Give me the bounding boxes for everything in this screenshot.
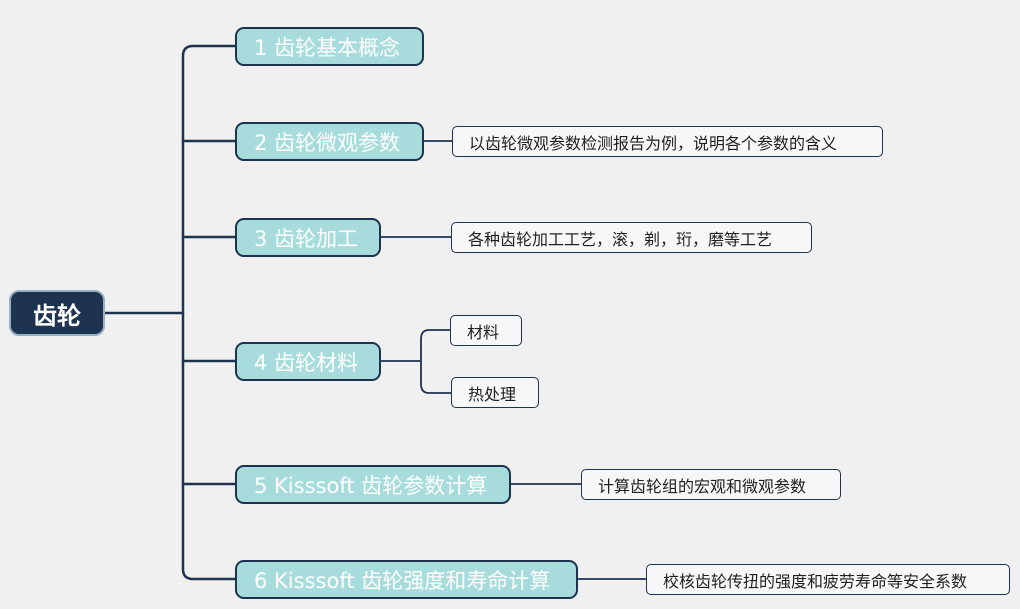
topic-4-sub-2[interactable]: 热处理 <box>451 377 539 408</box>
topic-2-sub-1[interactable]: 以齿轮微观参数检测报告为例，说明各个参数的含义 <box>452 126 883 157</box>
topic-2-sub-1-label: 以齿轮微观参数检测报告为例，说明各个参数的含义 <box>469 133 838 153</box>
topic-3-sub-1-label: 各种齿轮加工工艺，滚，剃，珩，磨等工艺 <box>468 229 773 249</box>
topic-4-sub-1[interactable]: 材料 <box>450 315 522 346</box>
topic-3-sub-1[interactable]: 各种齿轮加工工艺，滚，剃，珩，磨等工艺 <box>451 222 812 253</box>
topic-5-sub-1-label: 计算齿轮组的宏观和微观参数 <box>598 476 807 496</box>
root-label: 齿轮 <box>33 301 81 330</box>
topic-6[interactable]: 6 Kisssoft 齿轮强度和寿命计算 <box>235 560 578 599</box>
topic-2-label: 2 齿轮微观参数 <box>254 130 401 155</box>
topic-6-label: 6 Kisssoft 齿轮强度和寿命计算 <box>254 568 551 593</box>
connector-trunk <box>181 44 237 581</box>
topic-5-label: 5 Kisssoft 齿轮参数计算 <box>254 473 488 498</box>
topic-2[interactable]: 2 齿轮微观参数 <box>235 122 424 161</box>
topic-6-sub-1[interactable]: 校核齿轮传扭的强度和疲劳寿命等安全系数 <box>646 564 1010 595</box>
topic-4-sub-1-label: 材料 <box>467 322 500 342</box>
topic-6-sub-1-label: 校核齿轮传扭的强度和疲劳寿命等安全系数 <box>663 571 968 591</box>
topic-3[interactable]: 3 齿轮加工 <box>235 218 381 257</box>
topic-4[interactable]: 4 齿轮材料 <box>235 342 381 381</box>
topic-4-sub-2-label: 热处理 <box>468 384 517 404</box>
topic-1-label: 1 齿轮基本概念 <box>254 35 401 60</box>
topic-5[interactable]: 5 Kisssoft 齿轮参数计算 <box>235 465 511 504</box>
root-node[interactable]: 齿轮 <box>9 290 105 336</box>
topic-4-label: 4 齿轮材料 <box>254 350 359 375</box>
topic-5-sub-1[interactable]: 计算齿轮组的宏观和微观参数 <box>581 469 841 500</box>
topic-3-label: 3 齿轮加工 <box>254 226 359 251</box>
connector-topic-4-split <box>380 329 452 394</box>
topic-1[interactable]: 1 齿轮基本概念 <box>235 27 424 66</box>
